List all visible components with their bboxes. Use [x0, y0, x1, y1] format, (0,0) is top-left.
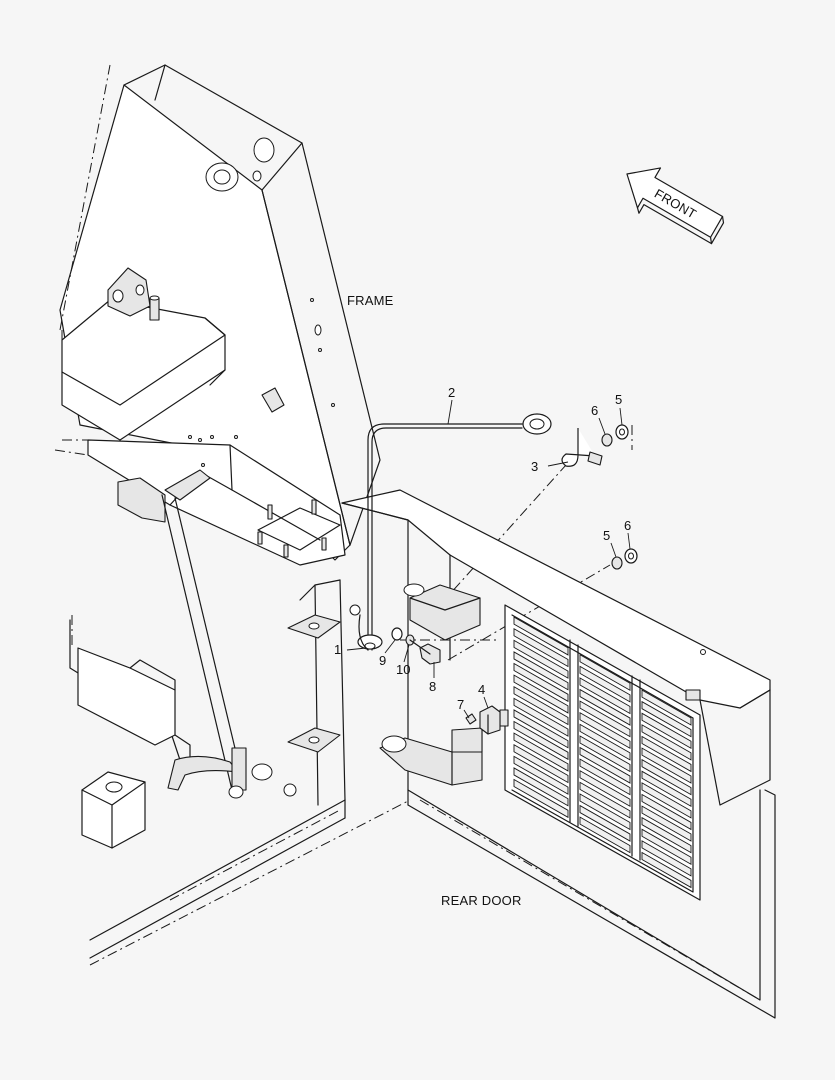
grille-slat — [513, 743, 569, 784]
grille-slat — [579, 804, 631, 842]
callout-6-lower: 6 — [624, 518, 631, 533]
grille-slat — [513, 662, 569, 703]
grille-slat — [513, 778, 569, 819]
grille-slat — [513, 720, 569, 761]
callout-5-upper: 5 — [615, 392, 622, 407]
grille-slat — [579, 816, 631, 854]
grille-slat — [641, 689, 692, 726]
grille-slat — [513, 651, 569, 691]
callout-8: 8 — [429, 679, 436, 694]
grille-slat — [641, 851, 692, 889]
callout-9: 9 — [379, 653, 386, 668]
callout-10: 10 — [396, 662, 410, 677]
grille-slat — [641, 782, 692, 819]
grille-slat — [579, 677, 631, 715]
grille-slat — [513, 732, 569, 772]
grille-slat — [641, 840, 692, 877]
grille-slat — [513, 767, 569, 807]
grille-slat — [513, 697, 569, 737]
callout-7: 7 — [457, 697, 464, 712]
grille-slat — [579, 653, 631, 692]
grille-slat — [513, 639, 569, 679]
grille-slat — [641, 828, 692, 866]
grille-slat — [579, 769, 631, 808]
rear-door-assembly — [341, 489, 776, 1019]
grille-slat — [641, 816, 692, 854]
callout-6-upper: 6 — [591, 403, 598, 418]
callout-5-lower: 5 — [603, 528, 610, 543]
grille-slat — [513, 755, 569, 795]
callout-4: 4 — [478, 682, 485, 697]
front-direction-arrow: FRONT — [626, 167, 725, 245]
grille-slat — [579, 700, 631, 738]
grille-slat — [641, 700, 692, 738]
grille-slat — [641, 793, 692, 831]
grille-slat — [579, 758, 631, 796]
grille-slat — [641, 770, 692, 808]
grille-slat — [579, 688, 631, 726]
grille-slat — [513, 627, 569, 668]
leader-lines — [346, 399, 631, 719]
grille-slat — [579, 665, 631, 703]
latch-rod-hardware — [357, 413, 638, 735]
grille-slat — [513, 674, 569, 714]
grille-slat — [579, 735, 631, 773]
grille-slat — [579, 746, 631, 784]
grille-slat — [641, 805, 692, 842]
grille-slat — [513, 709, 569, 749]
callout-3: 3 — [531, 459, 538, 474]
grille-slat — [579, 793, 631, 831]
grille-slat — [579, 711, 631, 750]
grille-slat — [641, 724, 692, 761]
grille-slat — [579, 781, 631, 819]
grille-slat — [513, 685, 569, 726]
grille-slats — [513, 616, 692, 889]
frame-structure — [59, 64, 381, 959]
rear-door-label: REAR DOOR — [441, 893, 522, 908]
grille-slat — [579, 723, 631, 761]
callout-1: 1 — [334, 642, 341, 657]
callout-2: 2 — [448, 385, 455, 400]
grille-slat — [641, 758, 692, 796]
grille-slat — [513, 616, 569, 656]
callout-numbers: 2 3 5 6 5 6 1 9 10 8 7 4 — [334, 385, 631, 712]
grille-slat — [641, 747, 692, 784]
grille-slat — [641, 712, 692, 750]
frame-label: FRAME — [347, 293, 394, 308]
grille-slat — [641, 735, 692, 773]
